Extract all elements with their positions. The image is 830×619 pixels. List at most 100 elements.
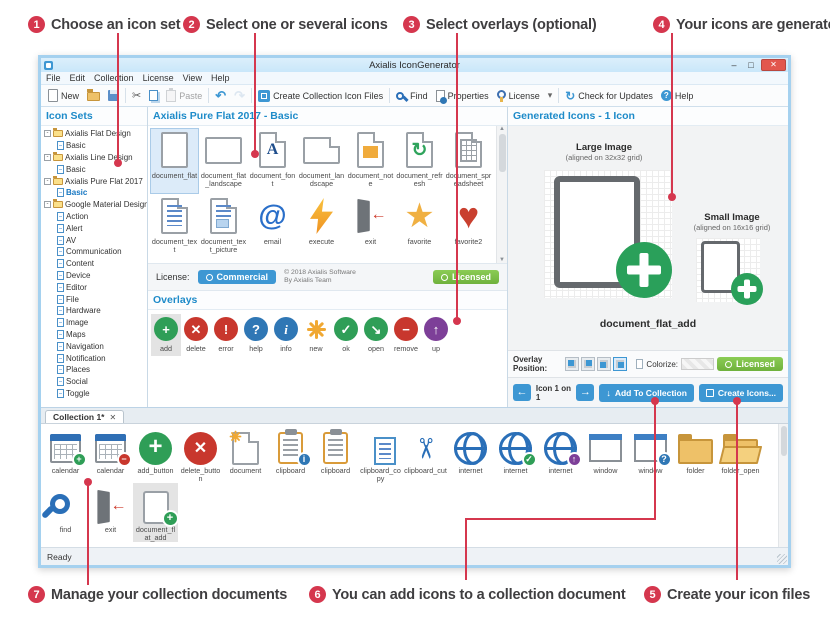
- scroll-thumb[interactable]: [498, 134, 506, 172]
- collection-icon-exit[interactable]: exit: [88, 483, 133, 542]
- collection-icon-calendar[interactable]: −calendar: [88, 424, 133, 483]
- sidebar-item-editor[interactable]: Editor: [44, 281, 147, 293]
- gallery-icon-document_flat_landscape[interactable]: document_flat_landscape: [199, 128, 248, 194]
- overlay-ok[interactable]: ✓ok: [331, 314, 361, 356]
- menu-edit[interactable]: Edit: [69, 73, 86, 83]
- maximize-button[interactable]: □: [748, 59, 754, 70]
- collection-icon-internet[interactable]: internet: [448, 424, 493, 483]
- sidebar-item-content[interactable]: Content: [44, 258, 147, 270]
- overlay-open[interactable]: ↘open: [361, 314, 391, 356]
- scroll-thumb[interactable]: [781, 426, 787, 456]
- menu-view[interactable]: View: [182, 73, 202, 83]
- sidebar-item-file[interactable]: File: [44, 293, 147, 305]
- overlay-delete[interactable]: ✕delete: [181, 314, 211, 356]
- overlay-up[interactable]: ↑up: [421, 314, 451, 356]
- collection-icon-window[interactable]: ?window: [628, 424, 673, 483]
- collection-icon-window[interactable]: window: [583, 424, 628, 483]
- toolbar-save-button[interactable]: [104, 88, 123, 103]
- scroll-down-icon[interactable]: ▼: [499, 257, 505, 263]
- minimize-button[interactable]: –: [731, 59, 737, 70]
- toolbar-open-folder-button[interactable]: [83, 88, 104, 103]
- sidebar-item-hardware[interactable]: Hardware: [44, 305, 147, 317]
- licensed-button[interactable]: Licensed: [432, 270, 499, 284]
- collection-icon-add_button[interactable]: add_button: [133, 424, 178, 483]
- toolbar-new-doc-button[interactable]: New: [44, 87, 83, 104]
- colorize-checkbox[interactable]: [635, 359, 644, 369]
- collection-icon-internet[interactable]: ↑internet: [538, 424, 583, 483]
- collection-icon-clipboard_cut[interactable]: clipboard_cut: [403, 424, 448, 483]
- collection-icon-document_flat_add[interactable]: +document_flat_add: [133, 483, 179, 542]
- gallery-scrollbar[interactable]: ▲ ▼: [496, 126, 507, 263]
- expander-icon[interactable]: -: [44, 130, 51, 138]
- toolbar-find-button[interactable]: Find: [392, 89, 432, 103]
- collection-icon-folder[interactable]: folder: [673, 424, 718, 483]
- collection-icon-document[interactable]: document: [223, 424, 268, 483]
- colorize-swatch[interactable]: [681, 358, 714, 370]
- collection-tab[interactable]: Collection 1* ✕: [45, 410, 125, 423]
- toolbar-copy-button[interactable]: [145, 88, 162, 103]
- sidebar-item-av[interactable]: AV: [44, 234, 147, 246]
- overlay-position-top-left-toggle[interactable]: [564, 357, 579, 371]
- toolbar-create-collection-button[interactable]: Create Collection Icon Files: [254, 88, 387, 104]
- overlay-add[interactable]: +add: [151, 314, 181, 356]
- collection-icon-clipboard[interactable]: clipboard: [313, 424, 358, 483]
- overlay-new[interactable]: new: [301, 314, 331, 356]
- prev-icon-button[interactable]: ←: [513, 384, 531, 401]
- commercial-button[interactable]: Commercial: [197, 270, 277, 284]
- sidebar-item-basic[interactable]: Basic: [44, 140, 147, 152]
- expander-icon[interactable]: -: [44, 201, 51, 209]
- expander-icon[interactable]: -: [44, 177, 51, 185]
- expander-icon[interactable]: -: [44, 153, 51, 161]
- toolbar-cut-button[interactable]: [128, 87, 145, 104]
- sidebar-item-social[interactable]: Social: [44, 376, 147, 388]
- overlay-position-bottom-left-toggle[interactable]: [596, 357, 611, 371]
- collection-icon-delete_button[interactable]: delete_button: [178, 424, 223, 483]
- toolbar-redo-button[interactable]: [230, 86, 249, 106]
- menu-help[interactable]: Help: [210, 73, 230, 83]
- sidebar-item-axialis-flat-design[interactable]: -Axialis Flat Design: [44, 128, 147, 140]
- gallery-icon-exit[interactable]: exit: [346, 194, 395, 260]
- gallery-icon-document_font[interactable]: document_font: [248, 128, 297, 194]
- tab-close-icon[interactable]: ✕: [109, 412, 117, 422]
- gallery-icon-document_text[interactable]: document_text: [150, 194, 199, 260]
- gallery-icon-document_flat[interactable]: document_flat: [150, 128, 199, 194]
- sidebar-item-alert[interactable]: Alert: [44, 222, 147, 234]
- collection-icon-clipboard_copy[interactable]: clipboard_copy: [358, 424, 403, 483]
- gallery-icon-document_spreadsheet[interactable]: document_spreadsheet: [444, 128, 493, 194]
- sidebar-item-device[interactable]: Device: [44, 270, 147, 282]
- sidebar-item-action[interactable]: Action: [44, 211, 147, 223]
- sidebar-item-places[interactable]: Places: [44, 364, 147, 376]
- toolbar-paste-button[interactable]: Paste: [162, 87, 206, 104]
- title-bar[interactable]: Axialis IconGenerator – □ ✕: [41, 58, 788, 72]
- overlay-remove[interactable]: −remove: [391, 314, 421, 356]
- toolbar-caret-down-button[interactable]: [544, 88, 557, 103]
- sidebar-item-navigation[interactable]: Navigation: [44, 340, 147, 352]
- gallery-icon-document_landscape[interactable]: document_landscape: [297, 128, 346, 194]
- gallery-icon-favorite2[interactable]: favorite2: [444, 194, 493, 260]
- gallery-icon-email[interactable]: email: [248, 194, 297, 260]
- sidebar-item-google-material-design[interactable]: -Google Material Design: [44, 199, 147, 211]
- overlay-help[interactable]: ?help: [241, 314, 271, 356]
- close-button[interactable]: ✕: [761, 59, 786, 71]
- licensed-button-2[interactable]: Licensed: [717, 357, 784, 371]
- gallery-icon-document_text_picture[interactable]: document_text_picture: [199, 194, 248, 260]
- gallery-icon-execute[interactable]: execute: [297, 194, 346, 260]
- sidebar-item-toggle[interactable]: Toggle: [44, 388, 147, 400]
- gallery-icon-document_note[interactable]: document_note: [346, 128, 395, 194]
- toolbar-check-updates-button[interactable]: Check for Updates: [561, 87, 657, 105]
- sidebar-item-communication[interactable]: Communication: [44, 246, 147, 258]
- sidebar-item-image[interactable]: Image: [44, 317, 147, 329]
- sidebar-item-maps[interactable]: Maps: [44, 329, 147, 341]
- collection-icon-internet[interactable]: ✓internet: [493, 424, 538, 483]
- sidebar-item-notification[interactable]: Notification: [44, 352, 147, 364]
- sidebar-item-basic[interactable]: Basic: [44, 163, 147, 175]
- collection-scrollbar[interactable]: [778, 424, 788, 547]
- menu-file[interactable]: File: [46, 73, 61, 83]
- toolbar-license-button[interactable]: License: [493, 89, 544, 103]
- overlay-position-bottom-right-toggle[interactable]: [612, 357, 627, 371]
- toolbar-properties-button[interactable]: Properties: [432, 88, 493, 104]
- collection-icon-find[interactable]: find: [43, 483, 88, 542]
- scroll-up-icon[interactable]: ▲: [499, 126, 505, 132]
